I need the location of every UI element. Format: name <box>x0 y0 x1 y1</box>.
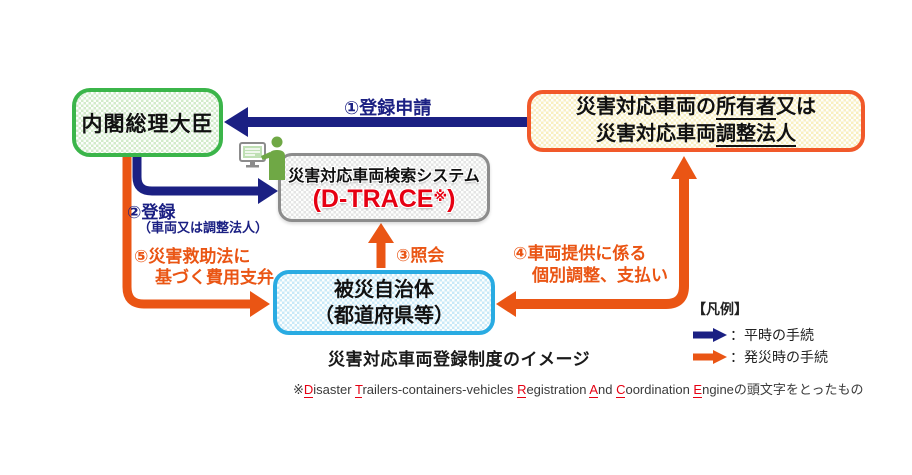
flow2-sublabel: （車両又は調整法人） <box>138 220 269 235</box>
legend: 【凡例】 ：平時の手続 ：発災時の手続 <box>692 299 828 366</box>
legend-item-normal-label: ：平時の手続 <box>730 326 814 343</box>
legend-item-disaster-label: ：発災時の手続 <box>730 348 828 365</box>
flow5-label-line2: 基づく費用支弁 <box>155 268 274 287</box>
operator-monitor-icon <box>239 136 285 180</box>
prime-minister-label: 内閣総理大臣 <box>81 112 214 136</box>
footnote: ※Disaster Trailers-containers-vehicles R… <box>293 382 864 398</box>
dtrace-title: 災害対応車両検索システム <box>288 167 480 185</box>
vehicle-owner-box: 災害対応車両の所有者又は 災害対応車両調整法人 <box>527 90 865 152</box>
owner-line1: 災害対応車両の所有者又は <box>576 96 816 120</box>
flow1-label: ①登録申請 <box>344 98 432 118</box>
municipality-box: 被災自治体 （都道府県等） <box>273 270 495 335</box>
dtrace-name: (D-TRACE※) <box>312 184 456 213</box>
flow3-label: ③照会 <box>396 246 445 265</box>
legend-item-disaster: ：発災時の手続 <box>692 347 828 366</box>
dtrace-system-box: 災害対応車両検索システム (D-TRACE※) <box>278 153 490 222</box>
legend-item-normal: ：平時の手続 <box>692 325 828 344</box>
flow2-label: ②登録 <box>127 203 176 222</box>
legend-title: 【凡例】 <box>692 301 748 317</box>
diagram-caption: 災害対応車両登録制度のイメージ <box>328 350 591 369</box>
owner-line2: 災害対応車両調整法人 <box>596 123 796 147</box>
flow4-arrow <box>496 156 697 317</box>
flow4-label-line2: 個別調整、支払い <box>532 266 668 285</box>
municipality-line1: 被災自治体 <box>334 278 434 301</box>
municipality-line2: （都道府県等） <box>314 304 454 327</box>
legend-blue-arrow-icon <box>693 327 727 342</box>
prime-minister-box: 内閣総理大臣 <box>72 88 223 157</box>
flow5-label-line1: ⑤災害救助法に <box>134 247 251 266</box>
flow3-arrow <box>368 223 394 268</box>
legend-orange-arrow-icon <box>693 349 727 364</box>
flow4-label-line1: ④車両提供に係る <box>513 244 647 263</box>
